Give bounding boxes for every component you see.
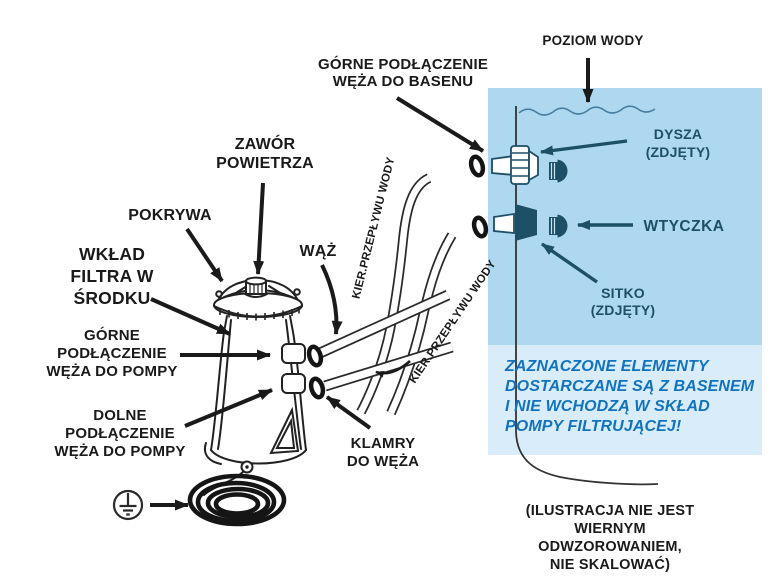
label-dysza: DYSZA (ZDJĘTY)	[645, 126, 711, 160]
arrow-wklad	[150, 297, 231, 336]
arrow-flow-small	[375, 360, 411, 378]
label-waz: WĄŻ	[299, 243, 337, 260]
power-cord-coil	[187, 473, 287, 527]
lower-hose-connection	[281, 373, 306, 394]
clamp-icon	[471, 215, 489, 239]
arrow-dysza	[540, 139, 628, 156]
upper-hose-connection	[281, 343, 306, 364]
label-wtyczka: WTYCZKA	[643, 218, 725, 235]
pump-illustration	[187, 276, 307, 527]
arrow-waz	[320, 264, 343, 335]
plug-icon-upper	[549, 159, 568, 183]
strainer-tube	[493, 212, 515, 234]
hose-lower	[388, 233, 455, 415]
pool-fittings	[491, 145, 568, 241]
lid-clip	[293, 288, 301, 296]
hose-stub-upper	[318, 291, 450, 357]
clamp-icon	[468, 154, 486, 178]
pool-wall-line	[515, 106, 659, 486]
label-gorne-podlaczenie-basen: GÓRNE PODŁĄCZENIE WĘŻA DO BASENU	[317, 56, 489, 90]
clamp-icon	[306, 344, 324, 368]
arrow-zawor	[253, 182, 265, 275]
label-poziom-wody: POZIOM WODY	[542, 33, 644, 48]
note-elements-supplied-with-pool: ZAZNACZONE ELEMENTY DOSTARCZANE SĄ Z BAS…	[505, 358, 755, 435]
nozzle-cap	[528, 149, 539, 182]
label-dolne-podlaczenie-pompa: DOLNE PODŁĄCZENIE WĘŻA DO POMPY	[54, 407, 186, 460]
callout-arrows	[150, 58, 594, 511]
collar-ribs	[219, 307, 300, 321]
hose-clamps	[306, 154, 489, 400]
plug-icon-lower	[549, 214, 568, 238]
label-sitko: SITKO (ZDJĘTY)	[590, 285, 656, 318]
clamp-icon	[308, 376, 326, 400]
nozzle-ribbed-nut	[510, 145, 530, 185]
label-pokrywa: POKRYWA	[128, 207, 212, 224]
arrow-gorne-basen	[395, 96, 485, 153]
pool-area	[488, 88, 762, 486]
hoses	[317, 173, 457, 416]
arrow-klamry	[325, 395, 372, 430]
note-highlight-region	[488, 345, 762, 455]
label-zawor-powietrza: ZAWÓR POWIETRZA	[216, 136, 314, 172]
pool-arrows	[540, 139, 633, 284]
hose-stub-lower	[323, 343, 454, 390]
caption-not-to-scale: (ILUSTRACJA NIE JEST WIERNYM ODWZOROWANI…	[525, 503, 695, 573]
ground-icon	[112, 489, 144, 521]
lid-clip	[215, 290, 223, 298]
arrow-pokrywa	[185, 227, 224, 283]
label-wklad-filtra: WKŁAD FILTRA W ŚRODKU	[70, 244, 154, 308]
label-gorne-podlaczenie-pompa: GÓRNE PODŁĄCZENIE WĘŻA DO POMPY	[46, 327, 178, 380]
air-valve	[244, 276, 268, 298]
nozzle-ribs	[512, 152, 528, 177]
water-level-wave	[518, 105, 656, 116]
arrow-dolne-pompa	[184, 388, 273, 428]
label-klamry-do-weza: KLAMRY DO WĘŻA	[346, 435, 420, 470]
strainer-body	[515, 204, 537, 241]
arrow-sitko	[541, 242, 598, 284]
